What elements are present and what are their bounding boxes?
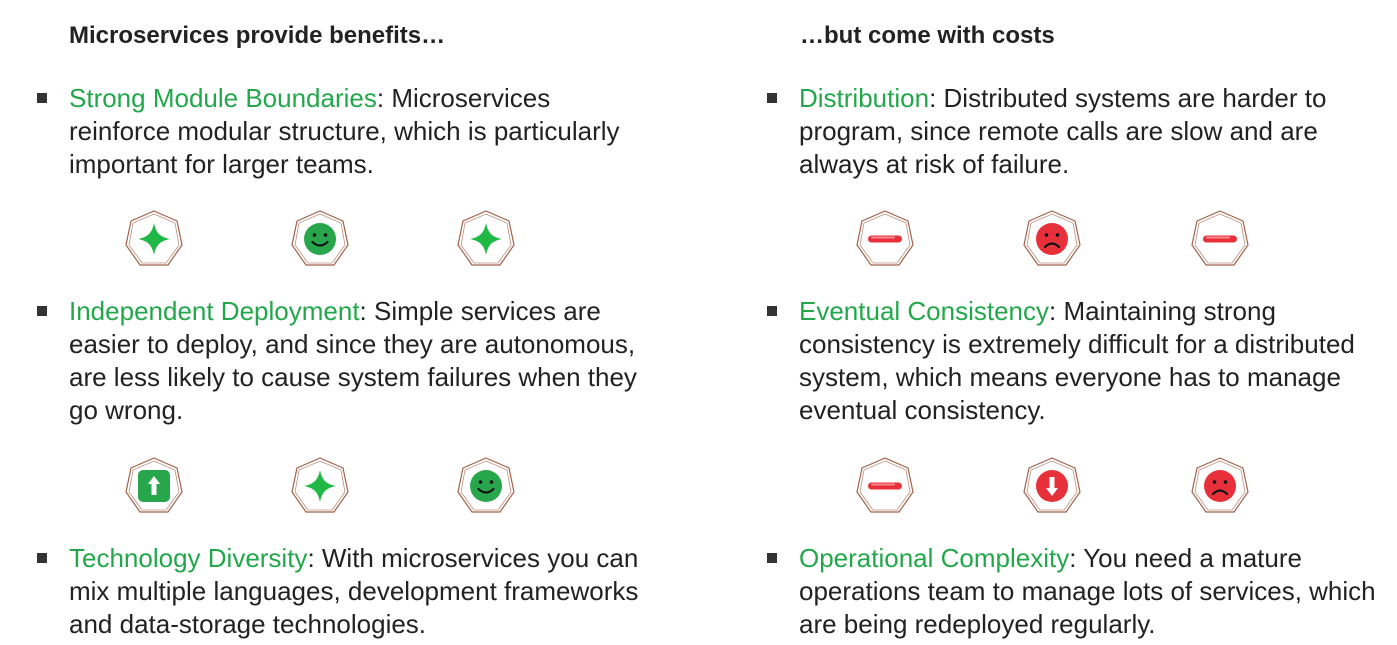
costs-heading: …but come with costs	[800, 22, 1055, 49]
benefit-description: : With microservices you can mix multipl…	[69, 543, 639, 639]
benefit-description: : Simple services are easier to deploy, …	[69, 296, 637, 425]
bullet-marker	[37, 553, 47, 563]
benefits-heading: Microservices provide benefits…	[69, 22, 446, 49]
cost-icons-row-1	[730, 207, 1397, 271]
plus-icon	[454, 207, 518, 271]
benefit-description: : Microservices reinforce modular struct…	[69, 83, 620, 179]
frown-icon	[1020, 207, 1084, 271]
minus-icon	[853, 454, 917, 518]
smile-icon	[288, 207, 352, 271]
cost-icons-row-2	[730, 454, 1397, 518]
smile-icon	[454, 454, 518, 518]
benefit-term: Technology Diversity	[69, 543, 308, 573]
down-arrow-icon	[1020, 454, 1084, 518]
plus-icon	[122, 207, 186, 271]
benefit-text: Technology Diversity: With microservices…	[69, 542, 657, 641]
cost-description: : Distributed systems are harder to prog…	[799, 83, 1327, 179]
cost-description: : You need a mature operations team to m…	[799, 543, 1376, 639]
benefit-term: Strong Module Boundaries	[69, 83, 377, 113]
bullet-marker	[767, 306, 777, 316]
benefit-icons-row-2	[0, 454, 700, 518]
minus-icon	[853, 207, 917, 271]
cost-term: Operational Complexity	[799, 543, 1070, 573]
up-arrow-icon	[122, 454, 186, 518]
frown-icon	[1188, 454, 1252, 518]
cost-text: Operational Complexity: You need a matur…	[799, 542, 1392, 641]
bullet-marker	[37, 93, 47, 103]
bullet-marker	[37, 306, 47, 316]
cost-term: Eventual Consistency	[799, 296, 1050, 326]
cost-term: Distribution	[799, 83, 930, 113]
plus-icon	[288, 454, 352, 518]
benefit-text: Independent Deployment: Simple services …	[69, 295, 657, 427]
cost-description: : Maintaining strong consistency is extr…	[799, 296, 1355, 425]
cost-text: Eventual Consistency: Maintaining strong…	[799, 295, 1392, 427]
cost-text: Distribution: Distributed systems are ha…	[799, 82, 1392, 181]
bullet-marker	[767, 93, 777, 103]
bullet-marker	[767, 553, 777, 563]
benefit-text: Strong Module Boundaries: Microservices …	[69, 82, 657, 181]
benefit-term: Independent Deployment	[69, 296, 360, 326]
benefit-icons-row-1	[0, 207, 700, 271]
minus-icon	[1188, 207, 1252, 271]
